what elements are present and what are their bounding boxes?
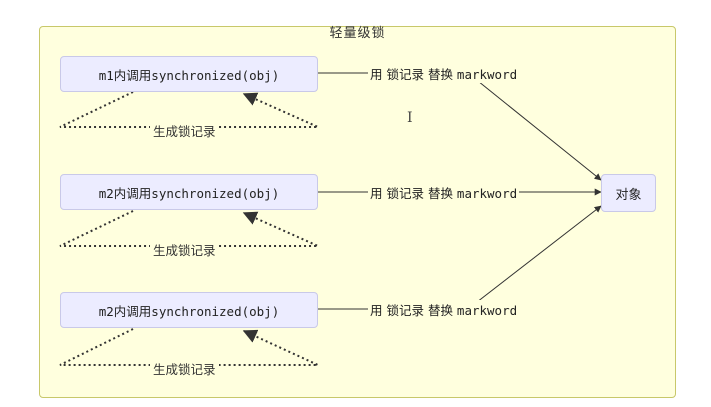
edge-label-1-code: markword [456,67,518,82]
text-cursor-icon: I [407,110,413,126]
edge-3 [318,205,602,310]
loop-label-2: 生成锁记录 [150,240,219,259]
loop-label-3: 生成锁记录 [150,359,219,378]
cluster-title: 轻量级锁 [329,26,386,41]
loop-label-1: 生成锁记录 [150,121,219,140]
edge-label-2-code: markword [456,186,518,201]
node-object[interactable]: 对象 [601,174,656,212]
loop-1 [59,91,319,128]
edge-label-2: 用 锁记录 替换 markword [368,183,520,202]
edge-label-3-code: markword [456,303,518,318]
node-m1-sync[interactable]: m1内调用synchronized(obj) [60,56,318,92]
edge-1 [318,72,602,181]
node-m2-sync[interactable]: m2内调用synchronized(obj) [60,174,318,210]
edge-label-1: 用 锁记录 替换 markword [368,64,520,83]
edge-label-3: 用 锁记录 替换 markword [368,300,520,319]
edge-label-3-text: 用 锁记录 替换 [370,303,457,318]
edge-label-1-text: 用 锁记录 替换 [370,67,457,82]
node-m2-sync-second[interactable]: m2内调用synchronized(obj) [60,292,318,328]
loop-2 [59,210,319,247]
edge-label-2-text: 用 锁记录 替换 [370,186,457,201]
